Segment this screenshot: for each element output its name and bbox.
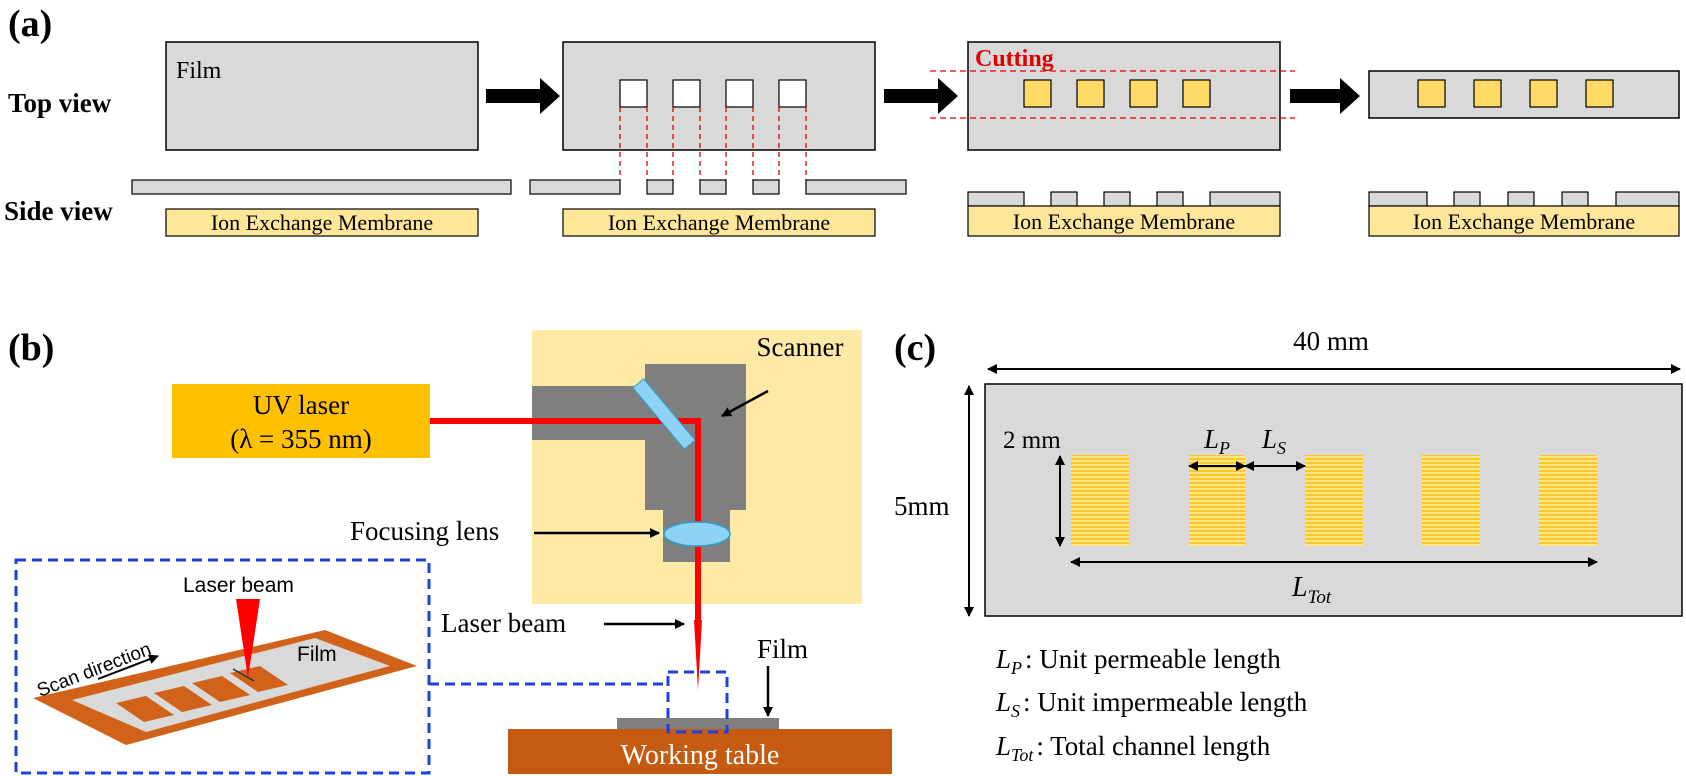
channel: [1071, 455, 1129, 546]
film-top-view: [967, 41, 1281, 151]
laser-beam-label: Laser beam: [441, 608, 566, 638]
cut-window: [778, 79, 807, 108]
ltot-label: LTot: [1291, 572, 1332, 608]
stage-4: Ion Exchange Membrane: [1368, 70, 1680, 237]
panel-a: (a) Top view Side view Film Ion Exchange…: [4, 3, 1680, 237]
focusing-lens: [663, 521, 731, 547]
film-side-view-segments: [529, 179, 907, 195]
scanner-mirror: [632, 378, 696, 450]
process-arrow-2: [884, 78, 958, 114]
membrane-side-view: [562, 208, 876, 237]
stage-2: Ion Exchange Membrane: [529, 41, 907, 237]
cut-film-top-view: [1368, 70, 1680, 119]
cutting-label: Cutting: [975, 46, 1054, 72]
width-label: 40 mm: [1293, 326, 1369, 356]
projection-lines: [619, 107, 807, 180]
top-view-label: Top view: [8, 88, 112, 118]
process-arrow-3: [1290, 78, 1360, 114]
membrane-label: Ion Exchange Membrane: [1413, 209, 1635, 234]
inset-cut-trace: [232, 668, 255, 682]
membrane-windows: [1417, 79, 1614, 108]
lp-label: LP: [1203, 424, 1230, 458]
working-table-label: Working table: [621, 740, 780, 771]
stage-1: Film Ion Exchange Membrane: [131, 41, 512, 237]
panel-c: (c) 40 mm 5mm 2 mm LP LS LTot LP: Uni: [894, 326, 1683, 765]
uv-laser-wavelength: (λ = 355 nm): [230, 424, 372, 454]
membrane-side-view: [1368, 205, 1680, 237]
inset-film-label: Film: [297, 643, 337, 666]
film-top-view: [562, 41, 876, 151]
film-top-view: [165, 41, 479, 151]
film-label: Film: [757, 634, 808, 664]
scanner-label: Scanner: [757, 332, 844, 362]
scanner-body: [532, 364, 746, 562]
panel-c-label: (c): [894, 327, 936, 369]
working-table: [508, 729, 892, 774]
inset-illustration: Laser beam Film Scan direction: [33, 574, 417, 745]
legend-ls: LS: Unit impermeable length: [995, 687, 1308, 721]
uv-laser-box: [172, 384, 430, 458]
channel: [1189, 455, 1245, 546]
cut-window: [619, 79, 648, 108]
film-side-view-segments: [967, 191, 1281, 207]
uv-laser-label: UV laser: [253, 390, 349, 420]
stage-3: Cutting Ion Exchange Membrane: [930, 41, 1295, 237]
process-arrow-1: [486, 78, 560, 114]
height-label: 5mm: [894, 491, 950, 521]
scanner-pointer: [721, 389, 769, 418]
inset-laser-beam: [236, 599, 260, 678]
legend-lp: LP: Unit permeable length: [995, 644, 1281, 678]
inset-laser-beam-label: Laser beam: [183, 574, 294, 597]
ls-label: LS: [1261, 424, 1286, 458]
membrane-side-view: [967, 205, 1281, 237]
film-on-table: [617, 718, 779, 729]
film-side-view: [131, 179, 512, 195]
inset-box: [14, 558, 431, 775]
cut-window: [672, 79, 701, 108]
laser-beam-focus: [694, 620, 702, 690]
film-label: Film: [176, 58, 222, 84]
side-view-label: Side view: [4, 196, 113, 226]
channel: [1305, 455, 1363, 546]
inset-cut-channels: [116, 666, 288, 722]
panel-a-label: (a): [8, 3, 52, 45]
legend-ltot: LTot: Total channel length: [995, 731, 1271, 765]
channel: [1422, 455, 1480, 546]
panel-b-label: (b): [8, 327, 54, 369]
zoom-region: [666, 670, 729, 734]
membrane-label: Ion Exchange Membrane: [211, 210, 433, 235]
panel-b: (b) UV laser (λ = 355 nm) Scanner Focusi…: [8, 327, 892, 775]
membrane-side-view: [165, 208, 479, 237]
inset-scan-direction-arrow: [97, 654, 159, 680]
channel-height-label: 2 mm: [1003, 427, 1061, 454]
focusing-lens-label: Focusing lens: [350, 516, 499, 546]
legend: LP: Unit permeable length LS: Unit imper…: [995, 644, 1308, 765]
membrane-label: Ion Exchange Membrane: [1013, 209, 1235, 234]
channel: [1539, 455, 1597, 546]
membrane-windows: [1023, 79, 1211, 108]
cut-window: [725, 79, 754, 108]
film-side-view-segments: [1368, 191, 1680, 207]
membrane-label: Ion Exchange Membrane: [608, 210, 830, 235]
